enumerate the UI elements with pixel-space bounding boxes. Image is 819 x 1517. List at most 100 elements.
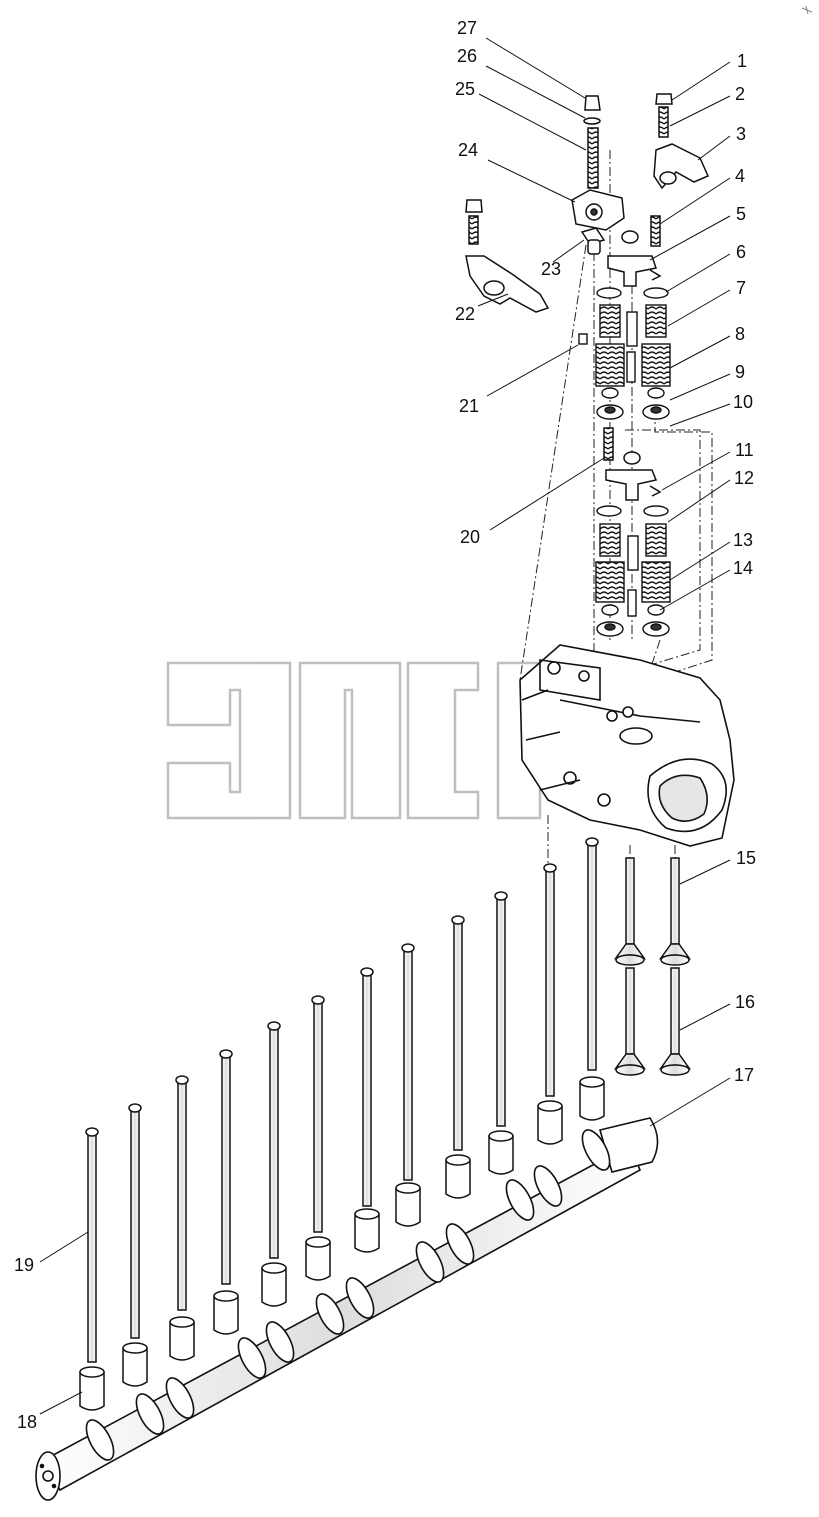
push-rod-7: [362, 971, 372, 1207]
tappet-7: [354, 1213, 380, 1253]
tappet-top-12: [579, 1076, 605, 1088]
tappet-top-2: [122, 1342, 148, 1354]
callout-17: 17: [734, 1065, 754, 1085]
callout-16: 16: [735, 992, 755, 1012]
tappet-top-5: [261, 1262, 287, 1274]
cam-lobe-12: [581, 1129, 611, 1171]
callout-24: 24: [458, 140, 478, 160]
callout-7: 7: [736, 278, 746, 298]
push-rod-12: [587, 841, 597, 1071]
push-rod-cap-10: [494, 891, 508, 901]
push-rod-5: [269, 1025, 279, 1259]
push-rod-cap-6: [311, 995, 325, 1005]
cam-lobe-10: [505, 1179, 535, 1221]
tappet-top-3: [169, 1316, 195, 1328]
callout-5: 5: [736, 204, 746, 224]
cam-lobe-11: [533, 1165, 563, 1207]
tappet-4: [213, 1295, 239, 1335]
push-rod-2: [130, 1107, 140, 1339]
tappet-2: [122, 1347, 148, 1387]
tappet-top-8: [395, 1182, 421, 1194]
tappet-10: [488, 1135, 514, 1175]
cam-lobe-8: [415, 1241, 445, 1283]
cam-lobe-2: [135, 1393, 165, 1435]
cam-lobe-9: [445, 1223, 475, 1265]
callout-12: 12: [734, 468, 754, 488]
callout-labels: 27 26 25 24 23 22 21 20 19 18 1 2 3 4 5 …: [14, 18, 756, 1432]
tappet-top-6: [305, 1236, 331, 1248]
leader-lines: [39, 37, 731, 1415]
valve-bridge-upper: [607, 215, 662, 287]
callout-14: 14: [733, 558, 753, 578]
push-rod-8: [403, 947, 413, 1181]
push-rod-cap-4: [219, 1049, 233, 1059]
tappet-5: [261, 1267, 287, 1307]
callout-13: 13: [733, 530, 753, 550]
tappet-12: [579, 1081, 605, 1121]
rocker-arm-right: [653, 93, 709, 190]
callout-10: 10: [733, 392, 753, 412]
tappet-8: [395, 1187, 421, 1227]
push-rod-6: [313, 999, 323, 1233]
push-rods: [85, 837, 599, 1363]
valve-guides-upper: [578, 311, 638, 383]
callout-4: 4: [735, 166, 745, 186]
tappet-11: [537, 1105, 563, 1145]
callout-19: 19: [14, 1255, 34, 1275]
push-rod-1: [87, 1131, 97, 1363]
tappet-1: [79, 1371, 105, 1411]
rocker-arm-left: [465, 199, 550, 313]
push-rod-cap-5: [267, 1021, 281, 1031]
callout-8: 8: [735, 324, 745, 344]
cam-lobe-3: [165, 1377, 195, 1419]
valve-guides-lower: [627, 535, 639, 617]
callout-15: 15: [736, 848, 756, 868]
callout-11: 11: [735, 440, 754, 460]
valve-bridge-lower: [603, 427, 662, 501]
push-rod-cap-11: [543, 863, 557, 873]
tappet-3: [169, 1321, 195, 1361]
callout-27: 27: [457, 18, 477, 38]
rocker-bracket-assembly: [571, 95, 625, 255]
push-rod-cap-2: [128, 1103, 142, 1113]
callout-25: 25: [455, 79, 475, 99]
push-rod-cap-12: [585, 837, 599, 847]
cylinder-head: [519, 644, 735, 847]
cam-lobe-5: [265, 1321, 295, 1363]
cam-lobe-4: [237, 1337, 267, 1379]
tappet-top-9: [445, 1154, 471, 1166]
callout-9: 9: [735, 362, 745, 382]
tappet-6: [305, 1241, 331, 1281]
callout-26: 26: [457, 46, 477, 66]
tappets: [79, 1076, 605, 1411]
callout-23: 23: [541, 259, 561, 279]
push-rod-4: [221, 1053, 231, 1285]
callout-3: 3: [736, 124, 746, 144]
push-rod-9: [453, 919, 463, 1151]
push-rod-cap-3: [175, 1075, 189, 1085]
tappet-top-11: [537, 1100, 563, 1112]
tappet-top-1: [79, 1366, 105, 1378]
watermark-logo: [166, 661, 542, 820]
camshaft: [35, 1117, 659, 1501]
valve-spring-stack-upper-left: [595, 287, 625, 420]
cam-lobe-1: [85, 1419, 115, 1461]
push-rod-cap-1: [85, 1127, 99, 1137]
valve-spring-stack-lower-left: [595, 505, 625, 637]
callout-1: 1: [737, 51, 747, 71]
callout-22: 22: [455, 304, 475, 324]
push-rod-10: [496, 895, 506, 1127]
push-rod-11: [545, 867, 555, 1097]
callout-6: 6: [736, 242, 746, 262]
tappet-9: [445, 1159, 471, 1199]
callout-18: 18: [17, 1412, 37, 1432]
cam-lobe-6: [315, 1293, 345, 1335]
tappet-top-4: [213, 1290, 239, 1302]
valves: [613, 857, 692, 1076]
push-rod-3: [177, 1079, 187, 1311]
callout-21: 21: [459, 396, 479, 416]
callout-20: 20: [460, 527, 480, 547]
valve-spring-stack-lower-right: [641, 505, 671, 637]
